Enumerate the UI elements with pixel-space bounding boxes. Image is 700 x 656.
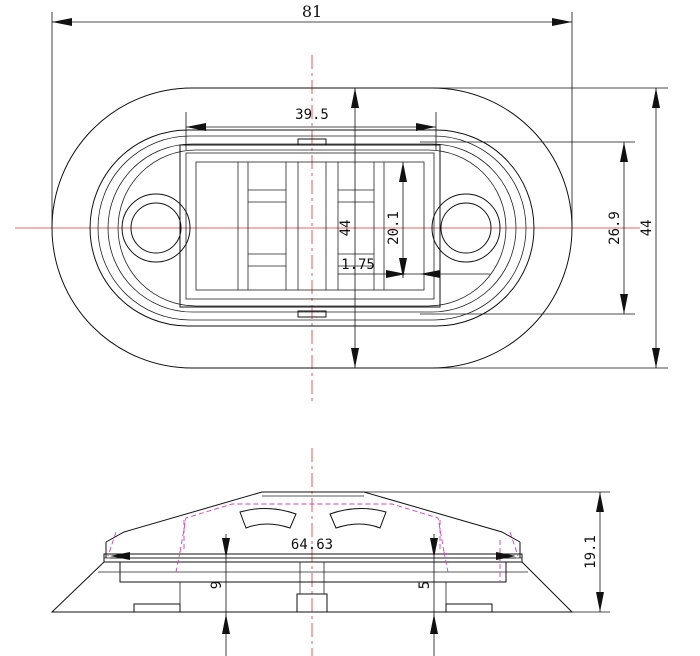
dim-left-depth: 9	[209, 581, 225, 589]
top-view: 81 39.5 44 20.1 1.75 26.9	[15, 2, 668, 405]
arc-window-right	[329, 508, 387, 529]
bottom-clip	[297, 310, 327, 318]
left-hole	[130, 202, 182, 254]
right-hole-outer	[431, 193, 501, 263]
inner-ring-1	[89, 129, 535, 327]
dim-outer-height: 44	[639, 220, 655, 237]
dim-overall-length: 81	[302, 2, 322, 21]
hidden-outline	[179, 503, 445, 553]
top-clip	[297, 138, 327, 146]
side-view: 64.63 19.1 9 5	[50, 448, 610, 656]
foot-right	[445, 603, 493, 613]
dim-center-height: 44	[338, 220, 354, 237]
dim-side-height: 19.1	[583, 535, 599, 569]
center-post	[296, 593, 328, 613]
inner-ring-4	[117, 149, 507, 307]
inner-ring-2	[97, 135, 527, 321]
center-window-core	[195, 161, 425, 291]
center-window-inner	[185, 152, 435, 300]
dome-profile	[105, 491, 521, 543]
dim-inner-width: 39.5	[295, 107, 329, 123]
inner-ring-3	[107, 143, 517, 313]
arc-window-left	[239, 508, 297, 529]
dim-side-span: 64.63	[291, 537, 333, 553]
left-hole-outer	[121, 193, 191, 263]
foot-left	[133, 603, 181, 613]
dim-inner-height: 20.1	[386, 211, 402, 245]
dim-right-depth: 5	[417, 581, 433, 589]
dim-small-offset: 1.75	[341, 257, 375, 273]
right-hole	[440, 202, 492, 254]
dim-slot-height: 26.9	[607, 211, 623, 245]
